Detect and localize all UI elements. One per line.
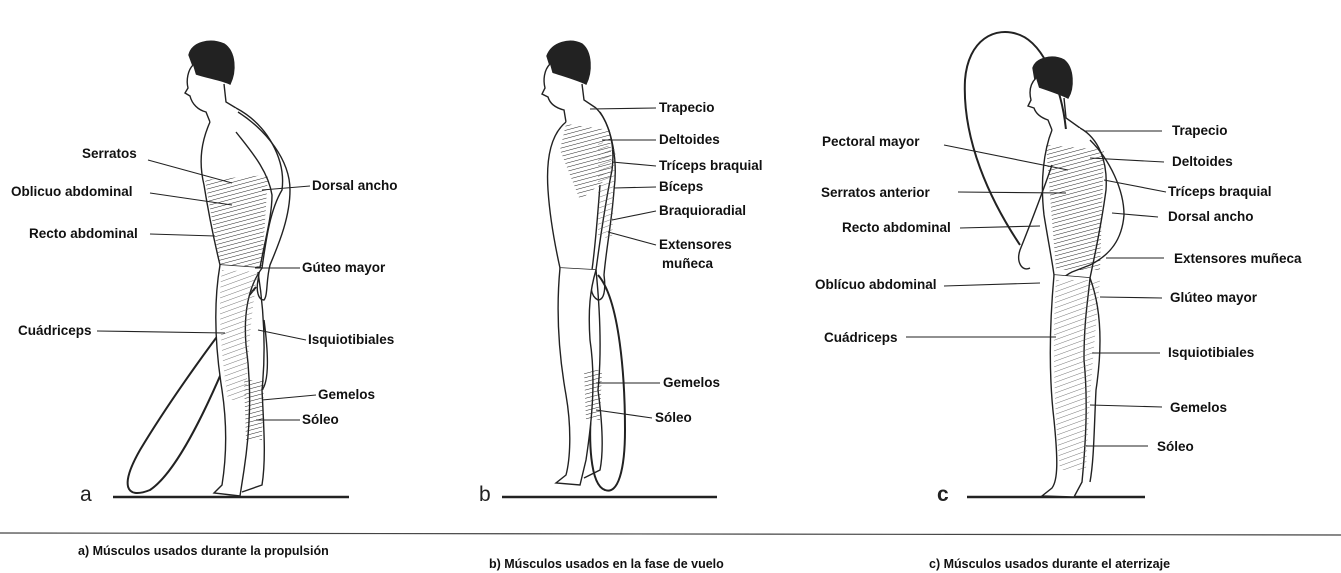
panel-letter-c: c: [937, 484, 949, 506]
label-dorsal-ancho-c: Dorsal ancho: [1168, 209, 1254, 225]
label-biceps-b: Bíceps: [659, 179, 703, 195]
label-cuadriceps-c: Cuádriceps: [824, 330, 898, 346]
label-gemelos-c: Gemelos: [1170, 400, 1227, 416]
panel-letter-a: a: [80, 484, 92, 506]
label-pectoral-mayor: Pectoral mayor: [822, 134, 920, 150]
label-soleo: Sóleo: [302, 412, 339, 428]
label-soleo-b: Sóleo: [655, 410, 692, 426]
label-soleo-c: Sóleo: [1157, 439, 1194, 455]
caption-a: a) Músculos usados durante la propulsión: [78, 544, 329, 558]
label-deltoides-b: Deltoides: [659, 132, 720, 148]
caption-b: b) Músculos usados en la fase de vuelo: [489, 557, 724, 571]
neck-a: [224, 84, 236, 108]
label-gluteo-mayor: Gúteo mayor: [302, 260, 385, 276]
divider-line: [0, 533, 1341, 535]
label-trapecio-c: Trapecio: [1172, 123, 1228, 139]
label-isquiotibiales-c: Isquiotibiales: [1168, 345, 1254, 361]
label-deltoides-c: Deltoides: [1172, 154, 1233, 170]
label-dorsal-ancho: Dorsal ancho: [312, 178, 398, 194]
panel-letter-b: b: [479, 484, 491, 506]
label-recto-abdominal-c: Recto abdominal: [842, 220, 951, 236]
neck-c: [1064, 98, 1080, 128]
label-isquiotibiales: Isquiotibiales: [308, 332, 394, 348]
label-cuadriceps: Cuádriceps: [18, 323, 92, 339]
figure-c: [965, 32, 1145, 497]
label-extensores-muneca-c: Extensores muñeca: [1174, 251, 1302, 267]
label-gemelos-b: Gemelos: [663, 375, 720, 391]
label-recto-abdominal: Recto abdominal: [29, 226, 138, 242]
label-serratos-anterior: Serratos anterior: [821, 185, 930, 201]
label-extensores-b: Extensores: [659, 237, 732, 253]
leaders-c: [906, 131, 1166, 446]
label-triceps-braquial-c: Tríceps braquial: [1168, 184, 1272, 200]
caption-c: c) Músculos usados durante el aterrizaje: [929, 557, 1170, 571]
label-oblicuo-abdominal-c: Oblícuo abdominal: [815, 277, 937, 293]
label-gemelos: Gemelos: [318, 387, 375, 403]
label-gluteo-mayor-c: Glúteo mayor: [1170, 290, 1257, 306]
label-oblicuo-abdominal: Oblicuo abdominal: [11, 184, 133, 200]
label-trapecio-b: Trapecio: [659, 100, 715, 116]
neck-b: [582, 84, 596, 108]
label-muneca-b: muñeca: [662, 256, 713, 272]
label-triceps-braquial-b: Tríceps braquial: [659, 158, 763, 174]
label-serratos: Serratos: [82, 146, 137, 162]
label-braquioradial-b: Braquioradial: [659, 203, 746, 219]
